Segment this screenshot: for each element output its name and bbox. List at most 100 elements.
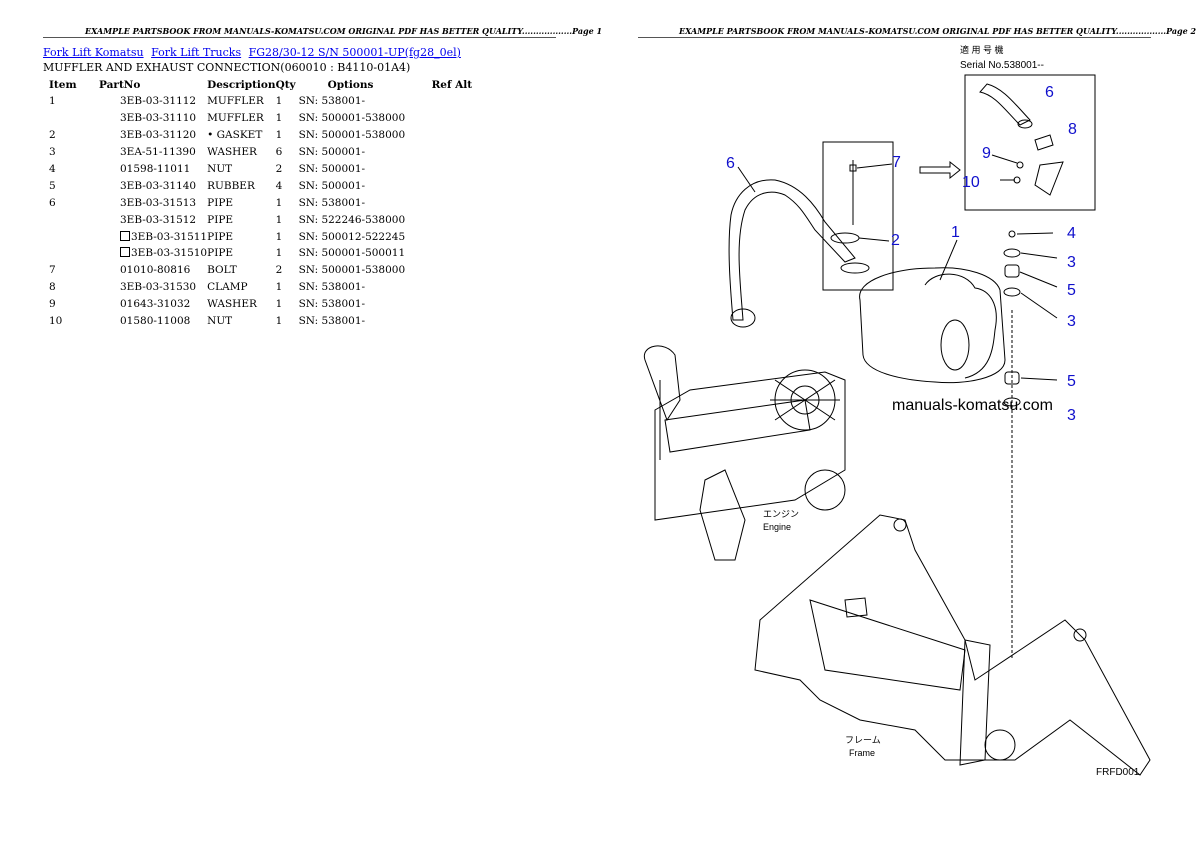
cell-options-text: SN: 500001- xyxy=(298,146,366,159)
cell-qty-text: 6 xyxy=(275,146,283,159)
breadcrumb-link-fork-lift-komatsu[interactable]: Fork Lift Komatsu xyxy=(43,46,144,59)
cell-options: SN: 538001- xyxy=(299,93,432,110)
cell-partno-text: 3EB-03-31511 xyxy=(131,230,208,243)
cell-item-text: 4 xyxy=(49,163,56,175)
cell-options-text: SN: 500001-538000 xyxy=(298,264,406,277)
figure-code: FRFD001 xyxy=(1096,767,1140,778)
cell-ref-alt xyxy=(432,177,473,194)
page-title: MUFFLER AND EXHAUST CONNECTION(060010 : … xyxy=(43,61,411,74)
cell-qty-text: 1 xyxy=(275,213,283,226)
serial-label: Serial No.538001-- xyxy=(960,60,1044,71)
cell-description: PIPE xyxy=(207,194,275,211)
cell-item-text: 10 xyxy=(49,315,63,328)
callout-9: 9 xyxy=(982,145,991,162)
cell-ref-alt xyxy=(432,245,473,262)
cell-options: SN: 500001- xyxy=(299,177,432,194)
frame-jp-label: フレーム xyxy=(845,735,881,745)
callout-3-b: 3 xyxy=(1067,313,1076,330)
frame xyxy=(754,514,1151,776)
cell-description-text: MUFFLER xyxy=(207,112,264,125)
callout-7: 7 xyxy=(892,154,901,171)
cell-item-text: 6 xyxy=(49,196,56,209)
cell-partno: 01643-31032 xyxy=(85,296,207,313)
callout-6-inset: 6 xyxy=(1045,84,1054,101)
cell-options: SN: 500001- xyxy=(299,161,432,178)
column-header-ref-alt: Ref Alt xyxy=(431,78,473,91)
cell-partno: 3EB-03-31120 xyxy=(85,127,207,144)
cell-description-text: NUT xyxy=(207,315,233,328)
muffler xyxy=(859,267,1006,384)
callout-6: 6 xyxy=(726,155,735,172)
cell-qty: 2 xyxy=(276,161,299,178)
cell-partno-text: 3EB-03-31512 xyxy=(120,213,197,226)
breadcrumb: Fork Lift Komatsu Fork Lift Trucks FG28/… xyxy=(43,46,465,59)
bolt-detail-box xyxy=(822,141,894,291)
cell-partno-text: 3EB-03-31112 xyxy=(120,95,197,108)
cell-item: 8 xyxy=(43,279,85,296)
cell-qty-text: 1 xyxy=(275,230,283,243)
callout-1: 1 xyxy=(951,224,960,241)
cell-qty-text: 1 xyxy=(275,298,283,311)
serial-jp-label: 適 用 号 機 xyxy=(960,44,1004,55)
cell-qty: 6 xyxy=(276,144,299,161)
callout-5-b: 5 xyxy=(1067,373,1076,390)
cell-item-text: 1 xyxy=(49,95,56,108)
serial-inset-box xyxy=(964,74,1096,211)
cell-options-text: SN: 500012-522245 xyxy=(298,230,406,243)
cell-description-text: RUBBER xyxy=(207,179,255,192)
column-header-description: Description xyxy=(207,78,276,91)
cell-options-text: SN: 538001- xyxy=(298,315,366,328)
cell-qty-text: 2 xyxy=(275,264,283,277)
cell-qty: 4 xyxy=(276,177,299,194)
cell-qty: 1 xyxy=(276,93,299,110)
breadcrumb-link-fork-lift-trucks[interactable]: Fork Lift Trucks xyxy=(151,46,242,59)
cell-partno-text: 3EA-51-11390 xyxy=(120,146,196,159)
cell-description: BOLT xyxy=(207,262,275,279)
cell-ref-alt xyxy=(432,228,473,245)
cell-description: NUT xyxy=(207,161,275,178)
cell-options-text: SN: 538001- xyxy=(298,196,366,209)
cell-qty-text: 4 xyxy=(275,179,283,192)
table-header-row: Item PartNo Description Qty Options Ref … xyxy=(43,76,472,93)
cell-options: SN: 500001- xyxy=(299,144,432,161)
checkbox-icon xyxy=(120,247,130,258)
cell-qty-text: 2 xyxy=(275,163,283,175)
cell-qty-text: 1 xyxy=(275,95,283,108)
cell-description: WASHER xyxy=(207,296,275,313)
cell-qty-text: 1 xyxy=(275,112,283,125)
cell-qty: 1 xyxy=(276,296,299,313)
cell-item xyxy=(43,211,85,228)
breadcrumb-link-model[interactable]: FG28/30-12 S/N 500001-UP(fg28_0el) xyxy=(248,46,461,59)
cell-qty-text: 1 xyxy=(275,247,283,260)
cell-partno: 3EB-03-31511 xyxy=(85,228,207,245)
exhaust-pipe xyxy=(728,179,856,321)
cell-description: CLAMP xyxy=(207,279,275,296)
rubber xyxy=(1004,264,1020,278)
cell-description-text: PIPE xyxy=(207,196,234,209)
cell-description-text: CLAMP xyxy=(207,281,248,294)
callout-8: 8 xyxy=(1068,121,1077,138)
cell-options-text: SN: 500001- xyxy=(298,179,366,192)
cell-ref-alt xyxy=(432,279,473,296)
inset-clamp xyxy=(1034,134,1054,151)
cell-item: 5 xyxy=(43,177,85,194)
cell-description-text: WASHER xyxy=(207,146,257,159)
header-divider xyxy=(43,37,556,38)
cell-qty: 1 xyxy=(276,211,299,228)
cell-description-text: NUT xyxy=(207,163,233,175)
column-header-item: Item xyxy=(49,78,77,91)
cell-options: SN: 500001-538000 xyxy=(299,127,432,144)
cell-qty-text: 1 xyxy=(275,281,283,294)
inset-pipe xyxy=(979,83,1031,126)
cell-item xyxy=(43,228,85,245)
cell-ref-alt xyxy=(432,262,473,279)
